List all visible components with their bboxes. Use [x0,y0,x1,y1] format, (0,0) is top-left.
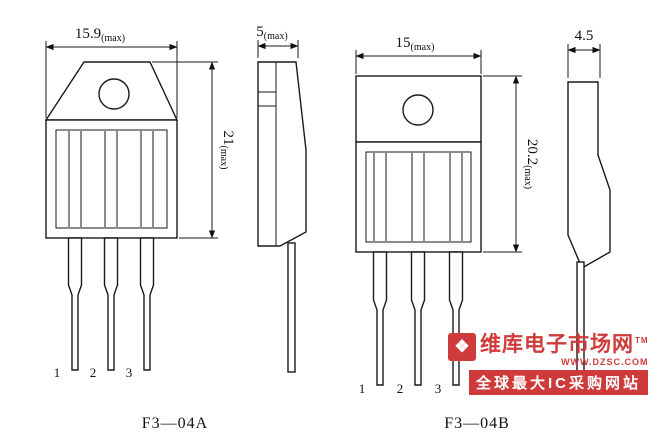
package-a-front-view: 15.9(max) 21(max) 1 2 3 F3—04A [44,26,236,432]
thickness-dim-extension-lines-b [567,44,601,78]
pin-label-3-b: 3 [435,381,442,396]
dim-value: 5 [256,24,264,40]
watermark-text-column: 维库电子市场网TM WWW.DZSC.COM [480,333,649,367]
watermark-brand-text: 维库电子市场网 [480,333,634,356]
dim-value: 20.2 [524,139,540,165]
package-a-side-outline [257,61,307,247]
pin-label-1-b: 1 [359,381,366,396]
thickness-dim-label-a: 5(max) [256,24,287,42]
width-dim-extension-lines-b [355,50,482,74]
pin-label-1-a: 1 [54,365,61,380]
dim-unit: (max) [522,165,533,189]
package-a-lead-3 [139,237,155,371]
dim-value: 21 [220,131,236,146]
trademark-symbol: TM [635,336,649,345]
package-a-body-outline [45,119,178,239]
caption-a: F3—04A [142,415,208,432]
package-a-side-hole-edges [258,91,276,107]
package-b-mounting-hole [402,94,434,126]
watermark-brand: 维库电子市场网TM [480,333,649,357]
height-dim-label-a: 21(max) [218,131,236,170]
width-dim-extension-lines-a [45,41,178,118]
package-b-lead-3 [448,251,464,386]
package-a-lead-hidden-lines [68,131,154,227]
package-b-body-outline [355,141,482,253]
package-b-lead-hidden-lines [373,153,463,241]
width-dim-label-a: 15.9(max) [75,26,125,44]
package-a-lead-2 [103,237,119,371]
package-a-lead-1 [67,237,83,371]
dim-unit: (max) [101,33,125,44]
dim-value: 15 [396,35,411,51]
watermark: ❖ 维库电子市场网TM WWW.DZSC.COM 全球最大IC采购网站 [448,333,648,396]
pin-label-2-a: 2 [90,365,97,380]
height-dim-label-b: 20.2(max) [522,139,540,189]
package-b-side-view: 4.5 [567,28,611,386]
weiku-logo-icon: ❖ [448,333,476,361]
weiku-logo-glyph: ❖ [454,337,470,356]
package-b-side-outline [567,81,611,269]
package-b-lead-2 [410,251,426,386]
width-dim-label-b: 15(max) [396,35,435,53]
dim-value: 4.5 [575,28,594,44]
thickness-dim-label-b: 4.5 [575,28,594,44]
thickness-dim-extension-lines-a [257,40,299,58]
watermark-tagline: 全球最大IC采购网站 [468,370,648,396]
package-a-side-lead [287,242,296,373]
package-b-front-view: 15(max) 20.2(max) 1 2 3 F3—04B [355,35,540,432]
package-b-lead-1 [372,251,388,386]
pin-label-3-a: 3 [126,365,133,380]
package-b-body-inner-outline [365,151,472,243]
dim-unit: (max) [264,31,288,42]
pin-label-2-b: 2 [397,381,404,396]
package-a-mounting-hole [98,78,130,110]
dim-unit: (max) [218,146,229,170]
package-a-body-inner-outline [55,129,168,229]
watermark-brand-row: ❖ 维库电子市场网TM WWW.DZSC.COM [448,333,648,367]
caption-b: F3—04B [444,415,510,432]
dim-unit: (max) [411,42,435,53]
watermark-url: WWW.DZSC.COM [561,357,649,368]
dim-value: 15.9 [75,26,101,42]
package-a-side-view: 5(max) [256,24,307,373]
